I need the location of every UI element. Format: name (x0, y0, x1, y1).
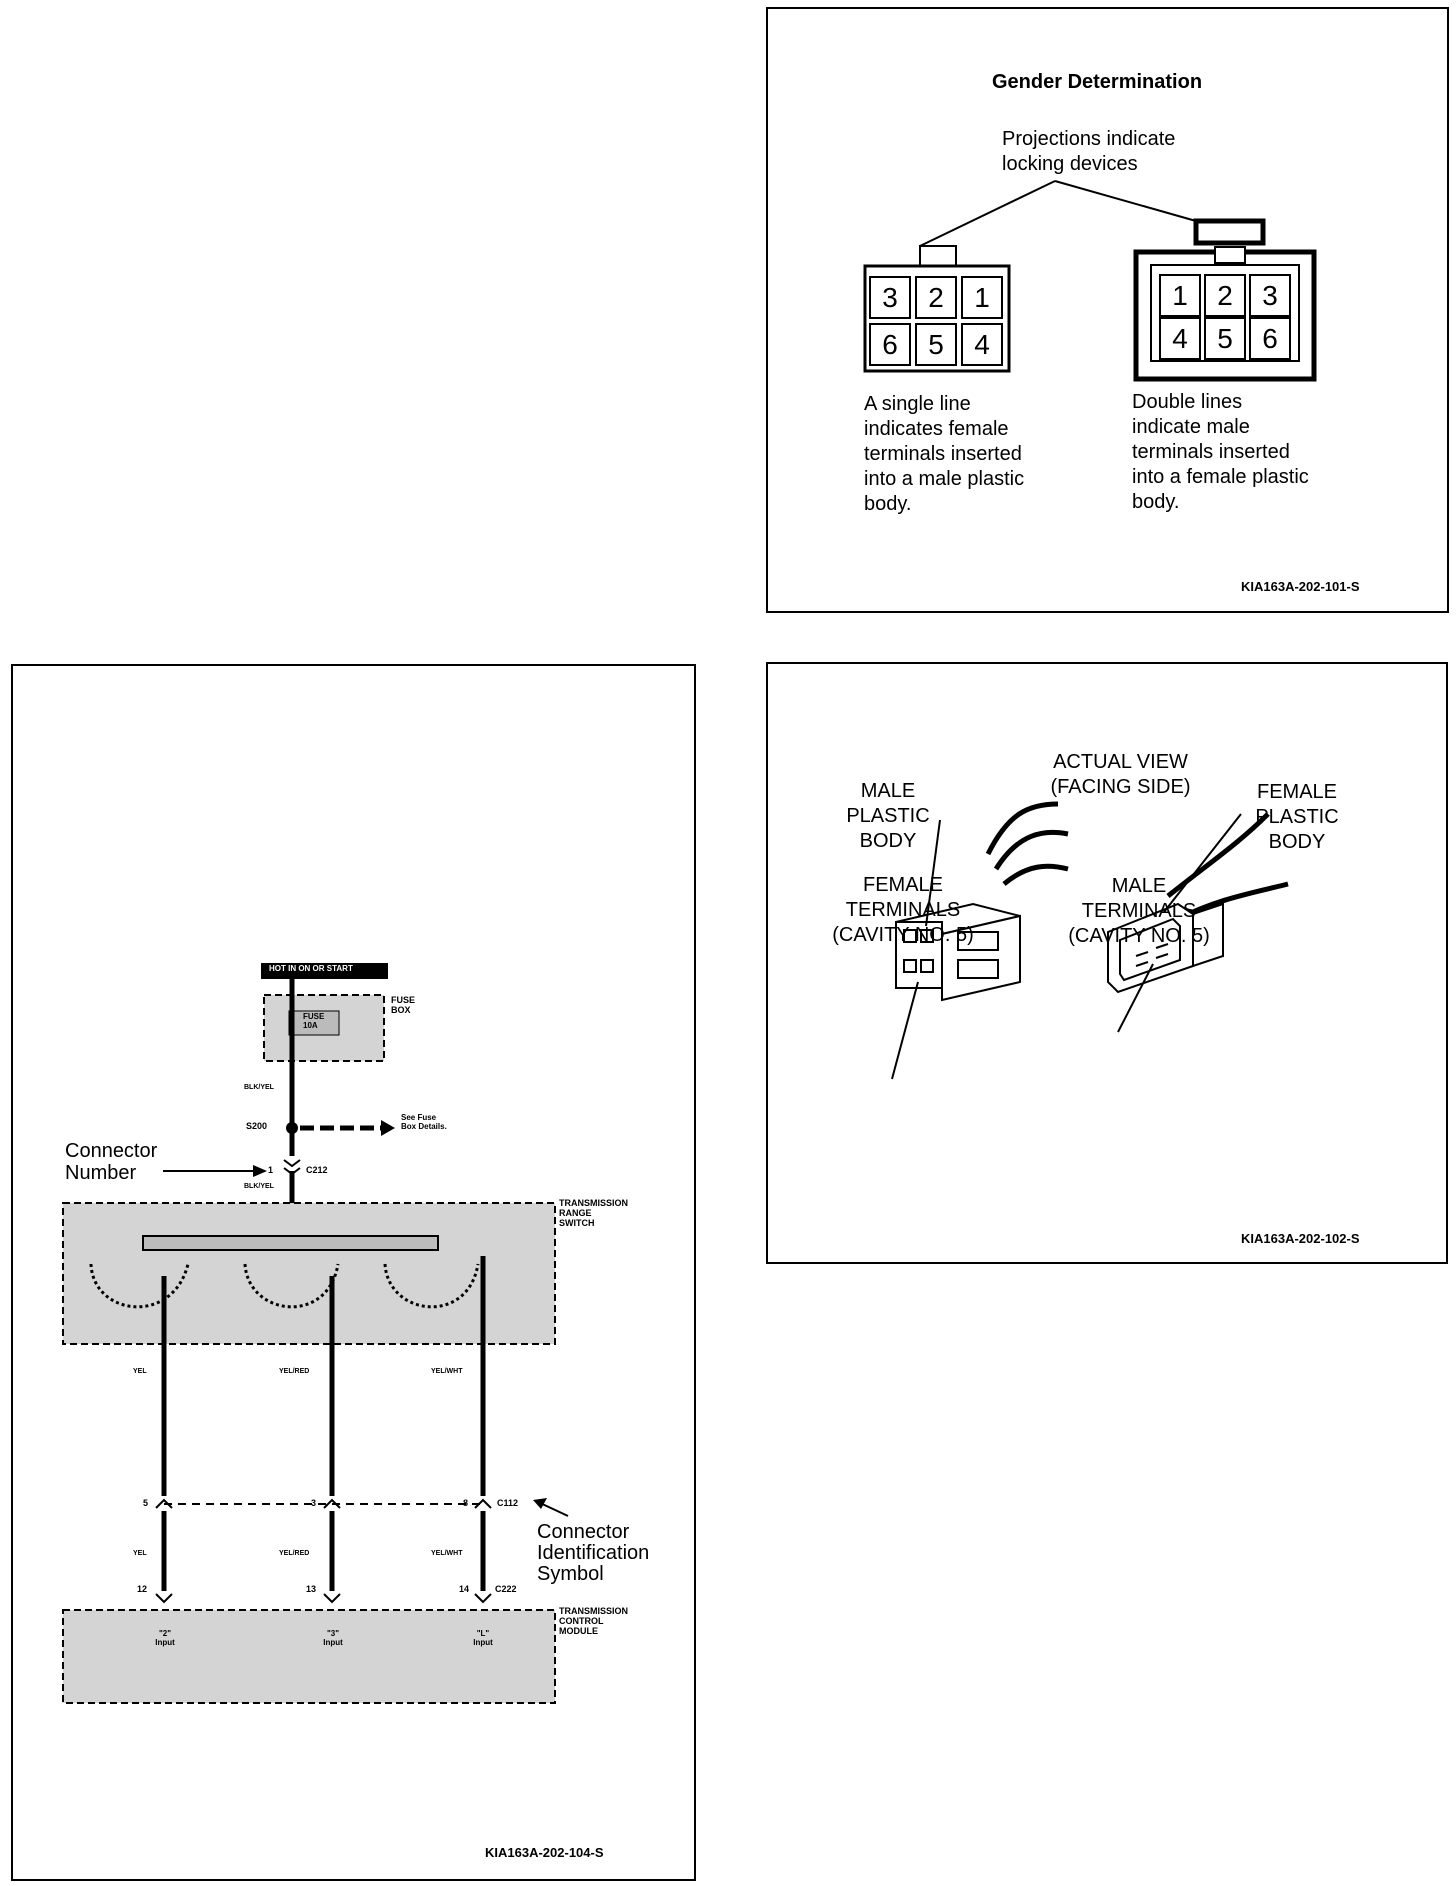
transmission-control-module (62, 1609, 556, 1704)
connector-id-label: Connector Identification Symbol (537, 1521, 650, 1585)
actual-figure-code: KIA163A-202-102-S (1241, 1231, 1360, 1246)
tcm-input-label: "L" Input (473, 1629, 493, 1647)
c222-label: C222 (495, 1584, 517, 1594)
male-locking-tab (1193, 218, 1266, 246)
tcm-label: TRANSMISSION CONTROL MODULE (559, 1606, 629, 1636)
hot-in-label: HOT IN ON OR START (269, 964, 353, 973)
gender-title: Gender Determination (992, 71, 1203, 93)
wire-color-label: YEL/RED (279, 1550, 310, 1557)
male-cell: 4 (1159, 317, 1201, 360)
wire-color-label: YEL (133, 1368, 147, 1375)
actual-view-panel: ACTUAL VIEW (FACING SIDE) MALE PLASTIC B… (766, 662, 1448, 1264)
female-cell: 3 (869, 276, 911, 319)
fuse-inner-label: FUSE 10A (303, 1012, 325, 1030)
c112-pin: 3 (311, 1498, 317, 1508)
connector-number-label: Connector Number (65, 1140, 158, 1184)
male-cell: 1 (1159, 274, 1201, 317)
projection-note: Projections indicate locking devices (1002, 128, 1176, 175)
c112-label: C112 (497, 1498, 519, 1508)
wire-color-label: BLK/YEL (244, 1084, 274, 1091)
tcm-input-label: "3" Input (323, 1629, 343, 1647)
c222-pin: 13 (306, 1584, 317, 1594)
wiring-diagram-panel: HOT IN ON OR START FUSE BOX FUSE 10A BLK… (11, 664, 696, 1881)
trs-label: TRANSMISSION RANGE SWITCH (559, 1198, 629, 1228)
wiring-figure-code: KIA163A-202-104-S (485, 1845, 604, 1860)
transmission-range-switch (62, 1202, 556, 1345)
c112-pin: 8 (463, 1498, 469, 1508)
actual-view-title: ACTUAL VIEW (FACING SIDE) (1050, 751, 1191, 798)
male-cell: 5 (1204, 317, 1246, 360)
double-line-note: Double lines indicate male terminals ins… (1132, 391, 1309, 513)
female-cell: 6 (869, 323, 911, 366)
wire-color-label: YEL/RED (279, 1368, 310, 1375)
tcm-input-label: "2" Input (155, 1629, 175, 1647)
gender-figure-code: KIA163A-202-101-S (1241, 579, 1360, 594)
wire-color-label: YEL (133, 1550, 147, 1557)
male-terminals-label: MALE TERMINALS (CAVITY NO. 5) (1068, 875, 1210, 947)
female-plastic-body-label: FEMALE PLASTIC BODY (1255, 781, 1339, 853)
female-locking-tab (919, 245, 957, 267)
male-cell: 6 (1249, 317, 1291, 360)
wire-color-label: YEL/WHT (431, 1550, 463, 1557)
female-cell: 5 (915, 323, 957, 366)
see-fuse-label: See Fuse Box Details. (401, 1113, 447, 1131)
c222-pin: 12 (137, 1584, 148, 1594)
actual-view-drawing (891, 801, 1289, 1080)
wire-color-label: YEL/WHT (431, 1368, 463, 1375)
female-cell: 2 (915, 276, 957, 319)
male-cell: 3 (1249, 274, 1291, 317)
wire-color-label: BLK/YEL (244, 1183, 274, 1190)
female-terminals-label: FEMALE TERMINALS (CAVITY NO. 5) (832, 874, 974, 946)
female-connector-drawing (1107, 902, 1224, 994)
female-cell: 1 (961, 276, 1003, 319)
male-cell: 2 (1204, 274, 1246, 317)
c222-pin: 14 (459, 1584, 470, 1594)
splice-label: S200 (246, 1121, 268, 1131)
gender-determination-panel: Gender Determination Projections indicat… (766, 7, 1449, 613)
c212-label: C212 (306, 1165, 328, 1175)
c112-pin: 5 (143, 1498, 149, 1508)
wiring-schematic (62, 963, 569, 1704)
female-cell: 4 (961, 323, 1003, 366)
male-connector-drawing (895, 902, 1021, 1002)
c212-pin: 1 (268, 1165, 274, 1175)
fuse-box-label: FUSE BOX (391, 995, 416, 1015)
single-line-note: A single line indicates female terminals… (864, 393, 1025, 515)
male-plastic-body-label: MALE PLASTIC BODY (846, 780, 930, 852)
